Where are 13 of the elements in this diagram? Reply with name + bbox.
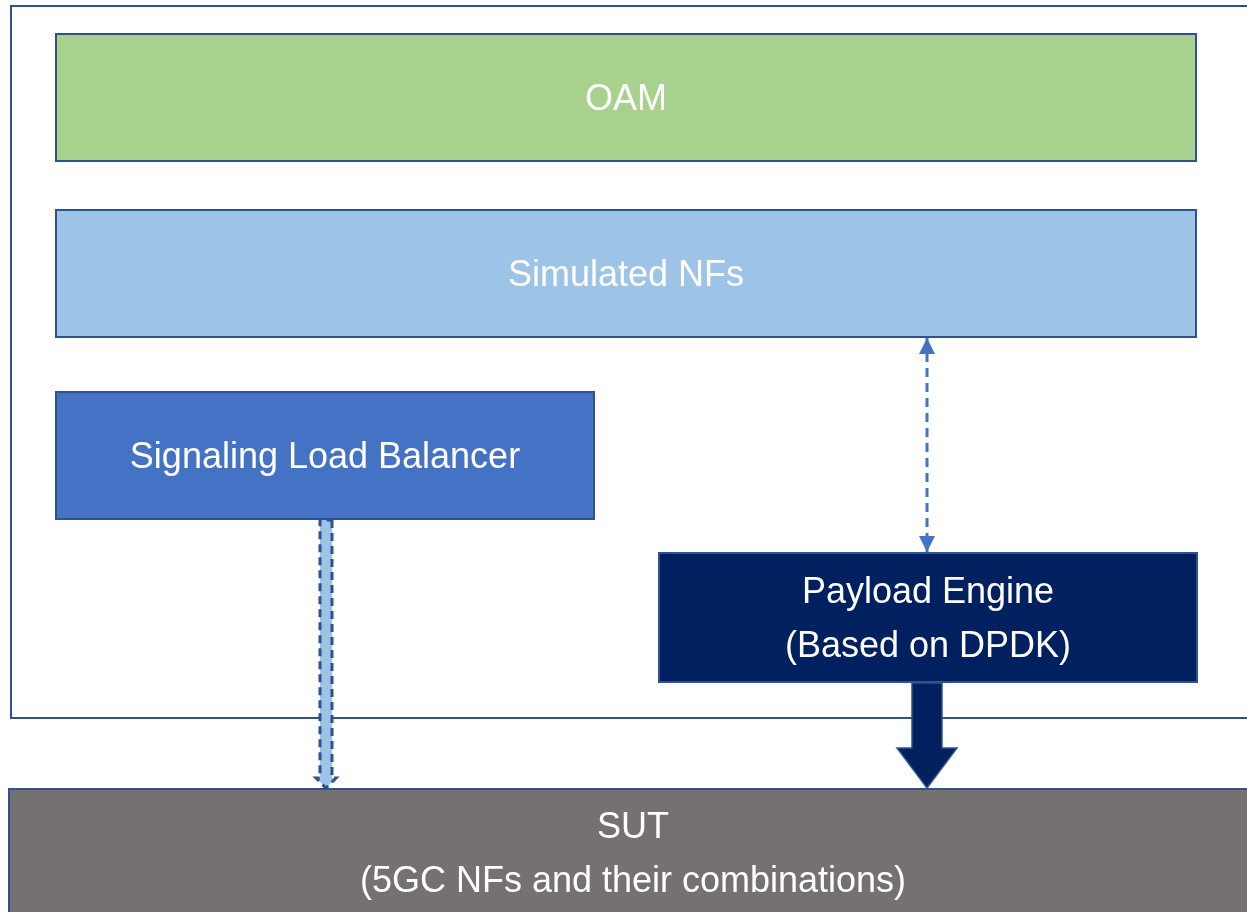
system-frame [10, 5, 1247, 719]
sut-box [8, 788, 1247, 912]
payload-engine-box [658, 552, 1198, 683]
box-label: Simulated NFs [507, 251, 745, 296]
oam-box [55, 33, 1197, 162]
box-label: SUT [597, 804, 669, 848]
load-balancer-box [55, 391, 595, 520]
box-label: OAM [585, 75, 667, 120]
box-label: Payload Engine [801, 568, 1055, 613]
box-label: Signaling Load Balancer [129, 433, 521, 478]
box-label: (5GC NFs and their combinations) [359, 858, 907, 902]
box-label: (Based on DPDK) [784, 622, 1072, 667]
simulated-nfs-box [55, 209, 1197, 338]
